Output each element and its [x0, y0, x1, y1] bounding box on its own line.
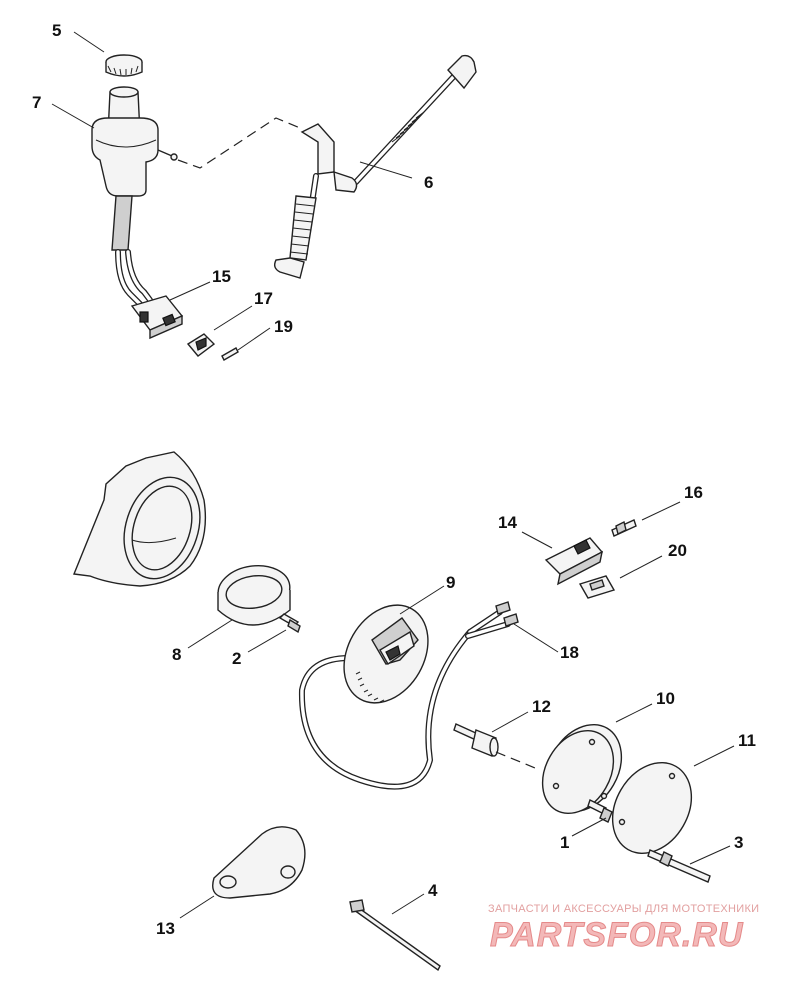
part-7-coil-body — [91, 86, 178, 307]
part-6-ht-lead — [273, 54, 477, 279]
callout-4: 4 — [428, 881, 438, 900]
flywheel-housing — [73, 451, 207, 587]
callout-9: 9 — [446, 573, 455, 592]
connection-line — [177, 117, 301, 169]
callout-numbers: 5 7 6 15 17 19 8 2 9 18 14 16 20 12 10 1… — [32, 21, 756, 938]
callout-14: 14 — [498, 513, 517, 532]
callout-19: 19 — [274, 317, 293, 336]
part-14-connector — [544, 537, 604, 586]
part-13-gasket — [212, 826, 306, 899]
callout-2: 2 — [232, 649, 241, 668]
callout-3: 3 — [734, 833, 743, 852]
part-19-pin — [221, 347, 239, 361]
alignment-line — [495, 751, 541, 771]
callout-1: 1 — [560, 833, 569, 852]
callout-13: 13 — [156, 919, 175, 938]
part-15-connector — [130, 295, 184, 340]
watermark-tagline: ЗАПЧАСТИ И АКСЕССУАРЫ ДЛЯ МОТОТЕХНИКИ — [488, 903, 759, 915]
part-12-standoff — [453, 723, 499, 757]
callout-12: 12 — [532, 697, 551, 716]
callout-18: 18 — [560, 643, 579, 662]
part-2-screw — [278, 613, 301, 634]
part-16-terminal — [611, 519, 637, 537]
callout-5: 5 — [52, 21, 61, 40]
watermark: ЗАПЧАСТИ И АКСЕССУАРЫ ДЛЯ МОТОТЕХНИКИ PA… — [488, 903, 759, 955]
callout-7: 7 — [32, 93, 41, 112]
callout-17: 17 — [254, 289, 273, 308]
callout-20: 20 — [668, 541, 687, 560]
part-20-clip — [578, 575, 616, 599]
part-8-ring — [217, 565, 291, 626]
part-11-cover-plate — [611, 762, 693, 854]
callout-6: 6 — [424, 173, 433, 192]
part-3-screw — [647, 849, 711, 883]
part-18-wire-ends — [465, 601, 519, 639]
callout-11: 11 — [738, 731, 756, 750]
watermark-brand: PARTSFOR.RU — [490, 916, 744, 954]
part-17-terminal-clip — [186, 333, 216, 357]
part-4-cable-tie — [349, 899, 441, 972]
part-5-cap — [105, 54, 143, 77]
callout-16: 16 — [684, 483, 703, 502]
callout-15: 15 — [212, 267, 231, 286]
part-9-stator-plate — [298, 604, 473, 790]
callout-8: 8 — [172, 645, 181, 664]
leader-lines — [51, 31, 735, 919]
callout-10: 10 — [656, 689, 675, 708]
part-1-screw — [587, 799, 613, 823]
part-10-back-plate — [541, 723, 623, 815]
